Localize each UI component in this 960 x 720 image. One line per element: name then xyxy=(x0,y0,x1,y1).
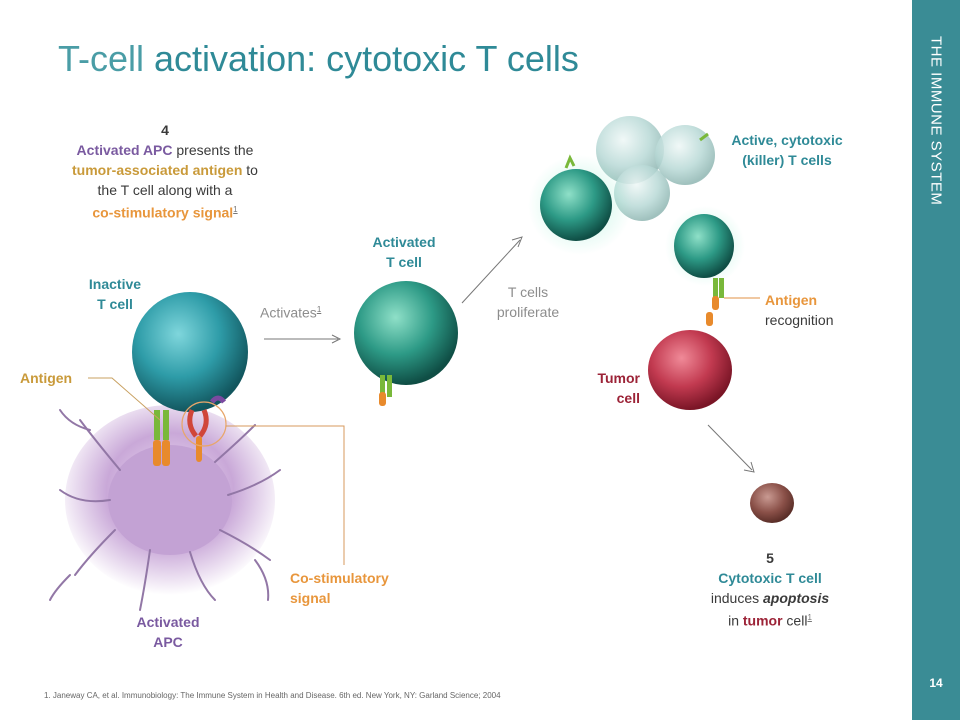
activated-apc-line1: Activated xyxy=(136,614,200,630)
step5-ref: 1 xyxy=(807,613,812,622)
step4-block: 4 Activated APC presents the tumor-assoc… xyxy=(40,120,290,223)
activated-apc-line2: APC xyxy=(153,634,183,650)
antigen-label: Antigen xyxy=(20,370,73,386)
inactive-t-cell-line1: Inactive xyxy=(88,276,142,292)
proliferate-label: T cells proliferate xyxy=(478,282,578,322)
costim-line1: Co-stimulatory xyxy=(290,570,389,586)
costim-label: Co-stimulatory signal xyxy=(290,568,389,608)
tumor-line1: Tumor xyxy=(597,370,640,386)
receptor-antigen-complex xyxy=(153,395,227,466)
killer-tumor-receptor xyxy=(706,278,760,326)
killer-t-cells xyxy=(528,116,745,286)
step4-line2: to xyxy=(242,162,258,178)
diagram-illustration xyxy=(49,116,794,611)
activated-t-cell-line1: Activated xyxy=(372,234,436,250)
proliferate-arrow xyxy=(461,236,523,304)
step4-tumor-antigen: tumor-associated antigen xyxy=(72,162,243,178)
step5-tumor: tumor xyxy=(742,612,783,629)
tumor-cell-label: Tumor cell xyxy=(588,368,640,408)
inactive-t-cell-label: Inactive T cell xyxy=(80,274,150,314)
section-sidebar: THE IMMUNE SYSTEM 14 xyxy=(912,0,960,720)
costim-line2: signal xyxy=(290,590,331,606)
activates-text: Activates xyxy=(260,304,317,321)
step4-activated-apc: Activated APC xyxy=(76,142,173,158)
step5-line2a: induces xyxy=(710,590,764,606)
antigen-pointer xyxy=(88,377,161,421)
proliferate-line1: T cells xyxy=(507,284,549,300)
activates-arrow xyxy=(264,334,342,344)
step4-line1: presents the xyxy=(172,142,254,158)
tumor-cell xyxy=(648,330,732,410)
step4-costim-signal: co-stimulatory signal xyxy=(92,204,234,221)
antigen-rec-line2: recognition xyxy=(765,312,834,328)
proliferate-line2: proliferate xyxy=(496,304,560,320)
footnote-reference: 1. Janeway CA, et al. Immunobiology: The… xyxy=(44,691,501,700)
inactive-t-cell xyxy=(132,292,248,412)
section-label: THE IMMUNE SYSTEM xyxy=(927,36,945,206)
step5-apoptosis: apoptosis xyxy=(763,590,830,606)
activated-apc-cell xyxy=(49,405,281,611)
page-number: 14 xyxy=(929,676,943,690)
activated-t-cell xyxy=(354,281,458,406)
apoptosis-arrow xyxy=(707,424,755,473)
antigen-rec-line1: Antigen xyxy=(765,292,818,308)
step5-number: 5 xyxy=(766,550,774,566)
killer-line2: (killer) T cells xyxy=(742,152,832,168)
step4-ref: 1 xyxy=(233,205,238,214)
antigen-recognition-label: Antigen recognition xyxy=(765,290,834,330)
costim-connector xyxy=(226,425,345,565)
step5-block: 5 Cytotoxic T cell induces apoptosis in … xyxy=(680,548,860,631)
activates-label: Activates1 xyxy=(260,300,321,323)
activated-apc-label: Activated APC xyxy=(120,612,216,652)
step5-line3a: in xyxy=(728,612,743,629)
title-part2: activation: cytotoxic T cells xyxy=(154,38,579,79)
activated-t-cell-line2: T cell xyxy=(386,254,422,270)
step4-line3: the T cell along with a xyxy=(97,182,233,198)
step5-line1: Cytotoxic T cell xyxy=(718,570,822,586)
step5-line3c: cell xyxy=(782,612,808,629)
killer-t-cells-label: Active, cytotoxic (killer) T cells xyxy=(712,130,862,170)
killer-line1: Active, cytotoxic xyxy=(731,132,843,148)
tumor-line2: cell xyxy=(616,390,640,406)
step4-number: 4 xyxy=(161,122,169,138)
title-part1: T-cell xyxy=(58,38,145,79)
apoptotic-tumor-cell xyxy=(750,483,794,523)
activates-ref: 1 xyxy=(316,305,322,314)
page-title: T-cell activation: cytotoxic T cells xyxy=(58,38,579,80)
inactive-t-cell-line2: T cell xyxy=(97,296,133,312)
activated-t-cell-label: Activated T cell xyxy=(356,232,452,272)
